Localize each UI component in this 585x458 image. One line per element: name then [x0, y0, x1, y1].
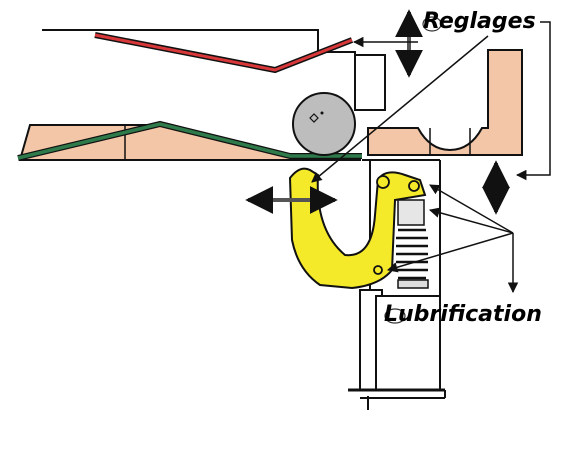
lubrification-leaders — [386, 184, 519, 294]
lubrification-label-group: Lubrification — [384, 302, 542, 327]
support-post — [348, 289, 446, 410]
key-felt — [17, 120, 362, 161]
reglages-label-group: Reglages — [422, 9, 536, 34]
roller-ball — [292, 92, 356, 156]
upper-rail — [42, 29, 386, 111]
reglages-leaders — [311, 21, 551, 183]
right-block — [367, 49, 523, 156]
hammer-shank — [94, 32, 354, 74]
reglages-label: Reglages — [423, 9, 536, 34]
spring — [396, 199, 429, 289]
lubrification-label: Lubrification — [384, 302, 542, 327]
